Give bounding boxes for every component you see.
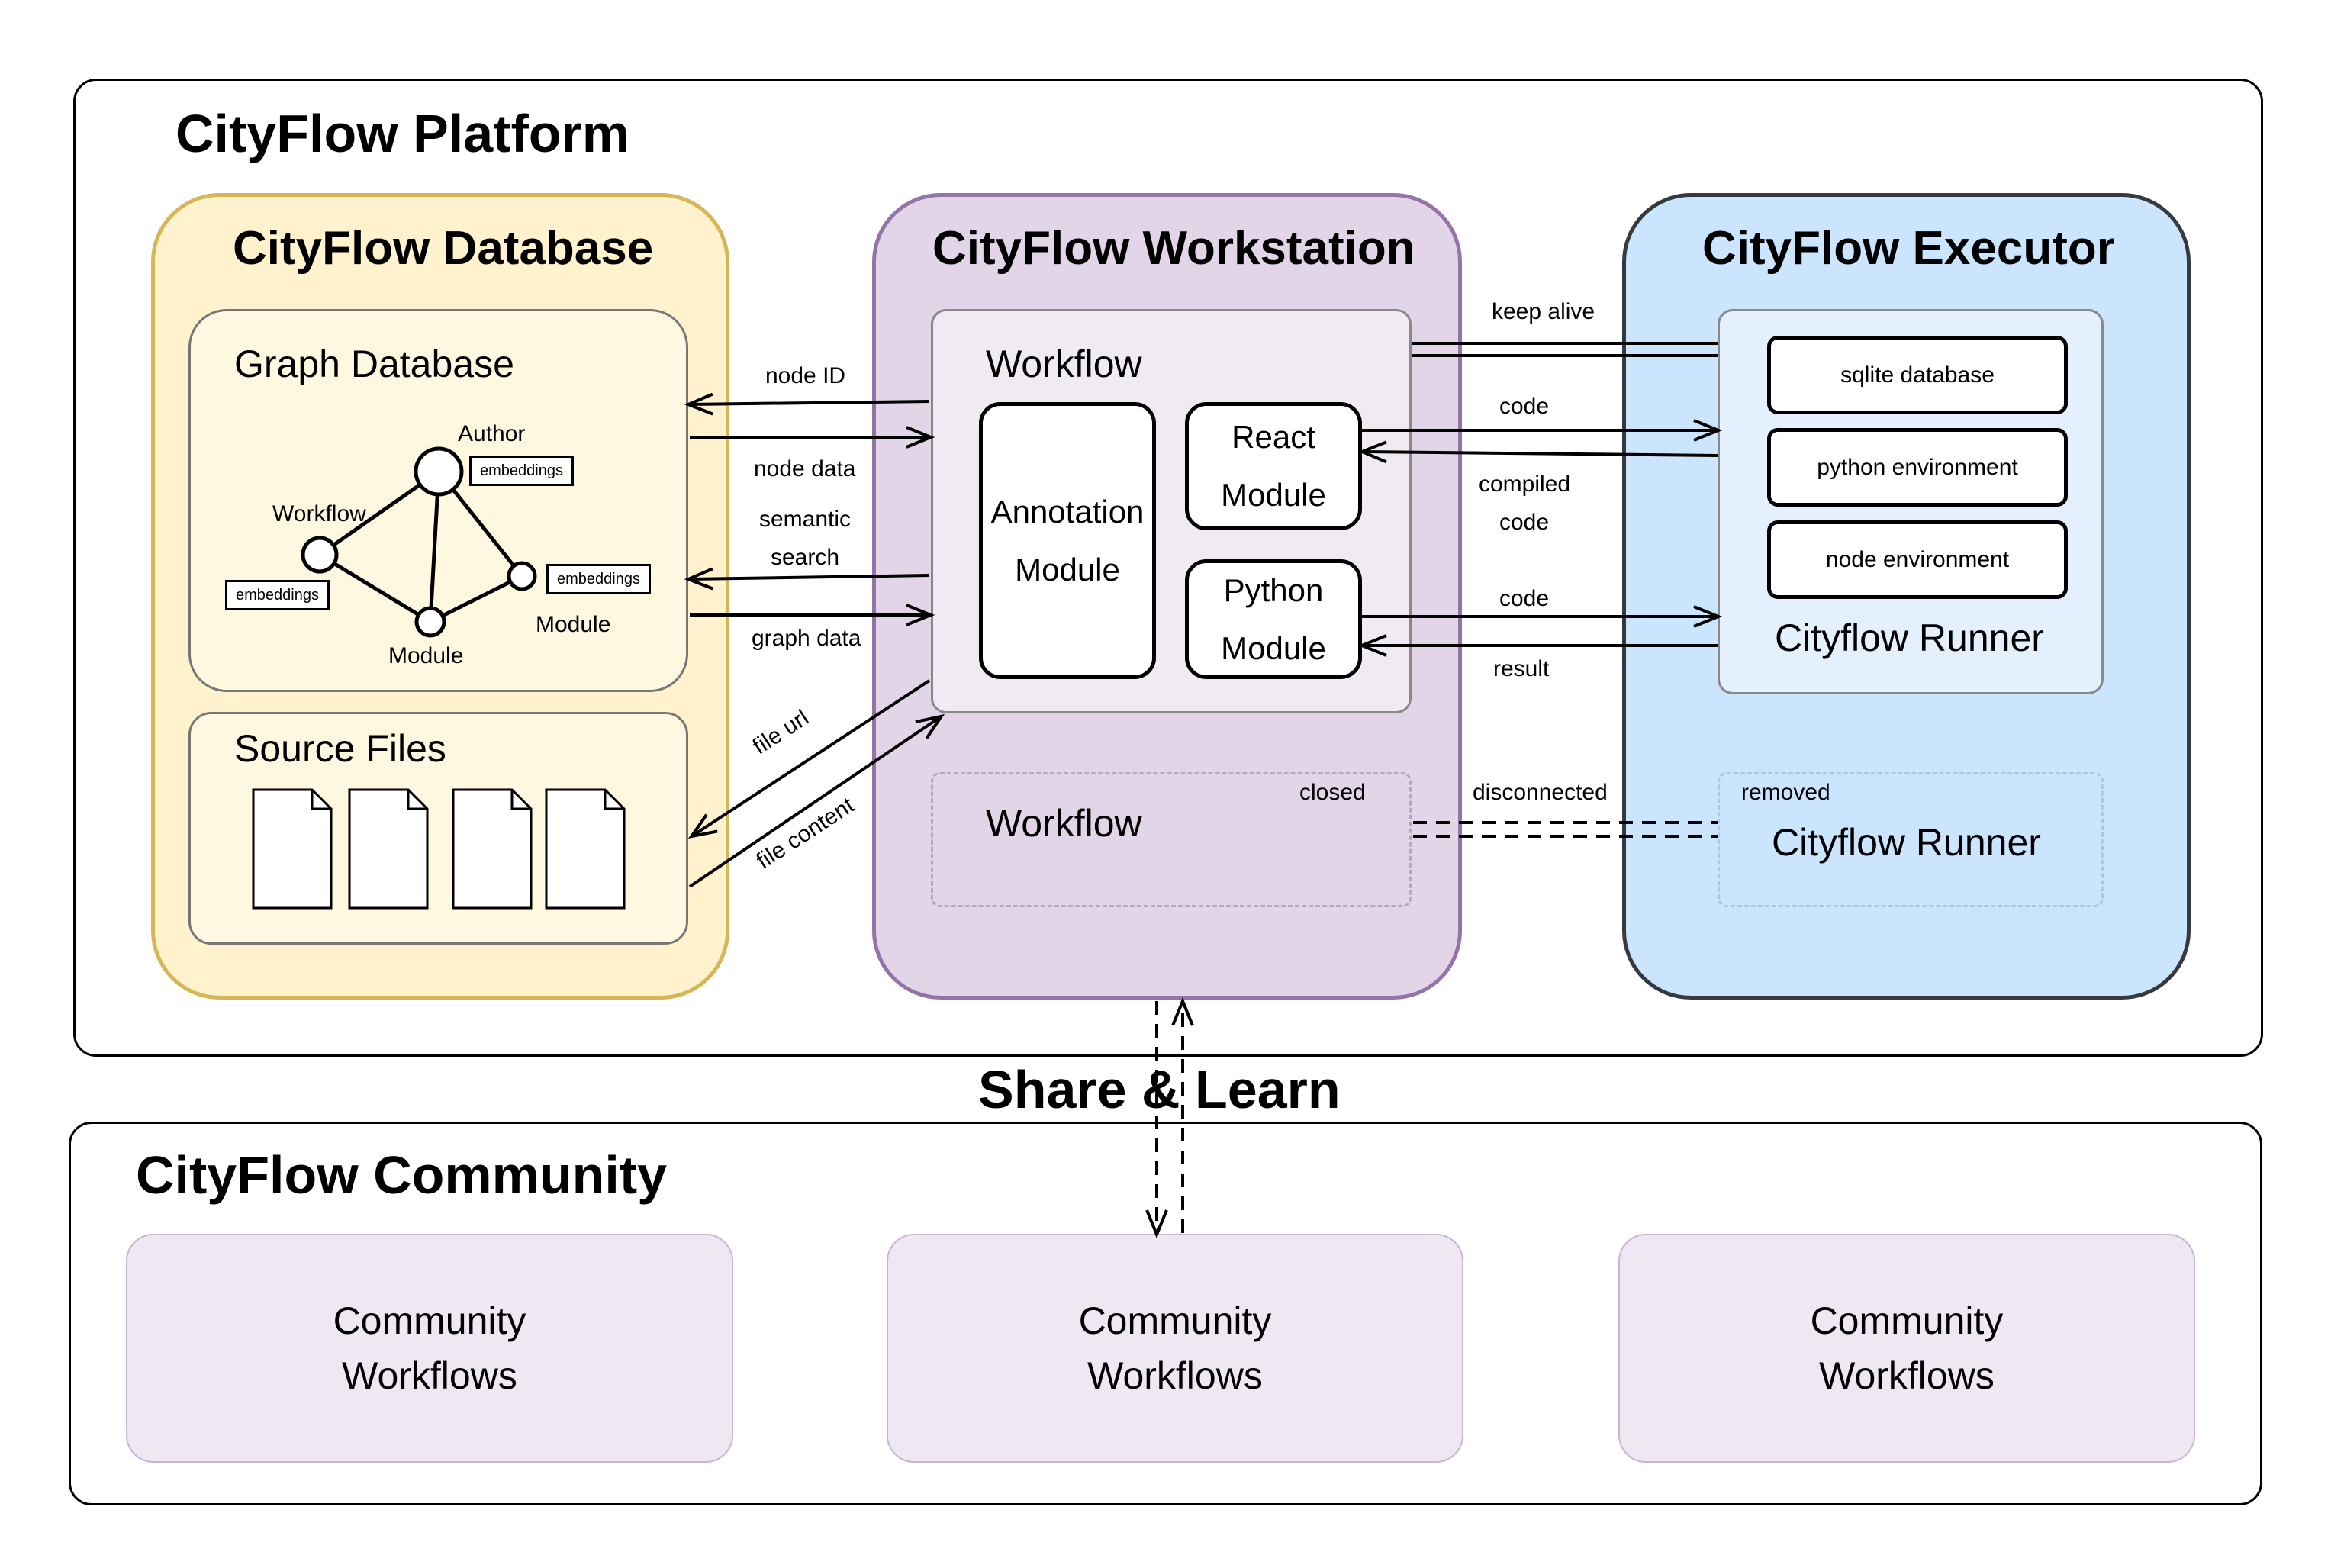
workstation-title: CityFlow Workstation: [932, 222, 1415, 275]
workflow-closed-title: Workflow: [986, 802, 1142, 845]
platform-title: CityFlow Platform: [175, 104, 630, 163]
platform-frame: [73, 79, 2263, 1057]
graph-node-module-right-label: Module: [536, 612, 611, 637]
community-workflows-2[interactable]: Community Workflows: [887, 1234, 1463, 1463]
python-module[interactable]: Python Module: [1185, 559, 1362, 679]
database-title: CityFlow Database: [233, 222, 654, 275]
python-module-line2: Module: [1221, 629, 1326, 666]
env-python-environment: python environment: [1767, 428, 2068, 507]
graph-node-author-label: Author: [458, 421, 526, 446]
graph-node-module-bottom-label: Module: [388, 643, 464, 668]
source-files-title: Source Files: [234, 727, 446, 770]
file-label-2: File: [375, 837, 402, 856]
edge-label-compiled-code: code: [1499, 510, 1550, 535]
graph-database-title: Graph Database: [234, 343, 514, 385]
embeddings-tag-workflow: embeddings: [225, 580, 330, 610]
community-workflows-3-line1: Community: [1810, 1299, 2004, 1342]
react-module-line1: React: [1232, 419, 1315, 455]
annotation-module-line1: Annotation: [990, 493, 1145, 530]
embeddings-tag-module: embeddings: [546, 564, 651, 594]
workflow-active-title: Workflow: [986, 343, 1142, 385]
edge-label-graph-data: graph data: [752, 626, 861, 651]
embeddings-tag-author: embeddings: [469, 456, 574, 486]
community-title: CityFlow Community: [136, 1145, 668, 1205]
executor-title: CityFlow Executor: [1702, 222, 2115, 275]
edge-label-disconnected: disconnected: [1473, 780, 1608, 805]
file-label-3: File: [478, 837, 506, 856]
runner-removed-box: [1718, 772, 2104, 907]
edge-label-result: result: [1493, 656, 1550, 681]
community-workflows-1-line2: Workflows: [342, 1354, 517, 1397]
community-frame: [69, 1122, 2262, 1505]
env-sqlite-database: sqlite database: [1767, 336, 2068, 414]
edge-label-node-id: node ID: [765, 363, 846, 388]
edge-label-semantic: semantic: [759, 507, 852, 532]
share-learn-label: Share & Learn: [978, 1060, 1341, 1119]
community-workflows-2-line2: Workflows: [1087, 1354, 1263, 1397]
edge-label-compiled: compiled: [1479, 472, 1571, 497]
edge-label-code-react: code: [1499, 394, 1550, 419]
graph-node-workflow-label: Workflow: [272, 501, 366, 526]
runner-removed-status: removed: [1741, 780, 1830, 805]
community-workflows-2-line1: Community: [1078, 1299, 1272, 1342]
python-module-line1: Python: [1223, 571, 1324, 608]
annotation-module-line2: Module: [1015, 551, 1120, 588]
react-module[interactable]: React Module: [1185, 402, 1362, 530]
edge-label-keep-alive: keep alive: [1492, 299, 1595, 324]
file-label-1: File: [278, 837, 306, 856]
community-workflows-1-line1: Community: [333, 1299, 526, 1342]
edge-label-search: search: [771, 545, 840, 570]
community-workflows-3-line2: Workflows: [1819, 1354, 1995, 1397]
community-workflows-1[interactable]: Community Workflows: [126, 1234, 733, 1463]
env-node-environment: node environment: [1767, 520, 2068, 599]
runner-active-title: Cityflow Runner: [1775, 617, 2044, 659]
file-label-4: File: [571, 837, 599, 856]
react-module-line2: Module: [1221, 477, 1326, 513]
annotation-module[interactable]: Annotation Module: [979, 402, 1156, 679]
runner-removed-title: Cityflow Runner: [1772, 821, 2041, 864]
community-workflows-3[interactable]: Community Workflows: [1618, 1234, 2195, 1463]
workflow-closed-status: closed: [1299, 780, 1366, 805]
edge-label-node-data: node data: [754, 456, 856, 481]
edge-label-code-python: code: [1499, 586, 1550, 611]
